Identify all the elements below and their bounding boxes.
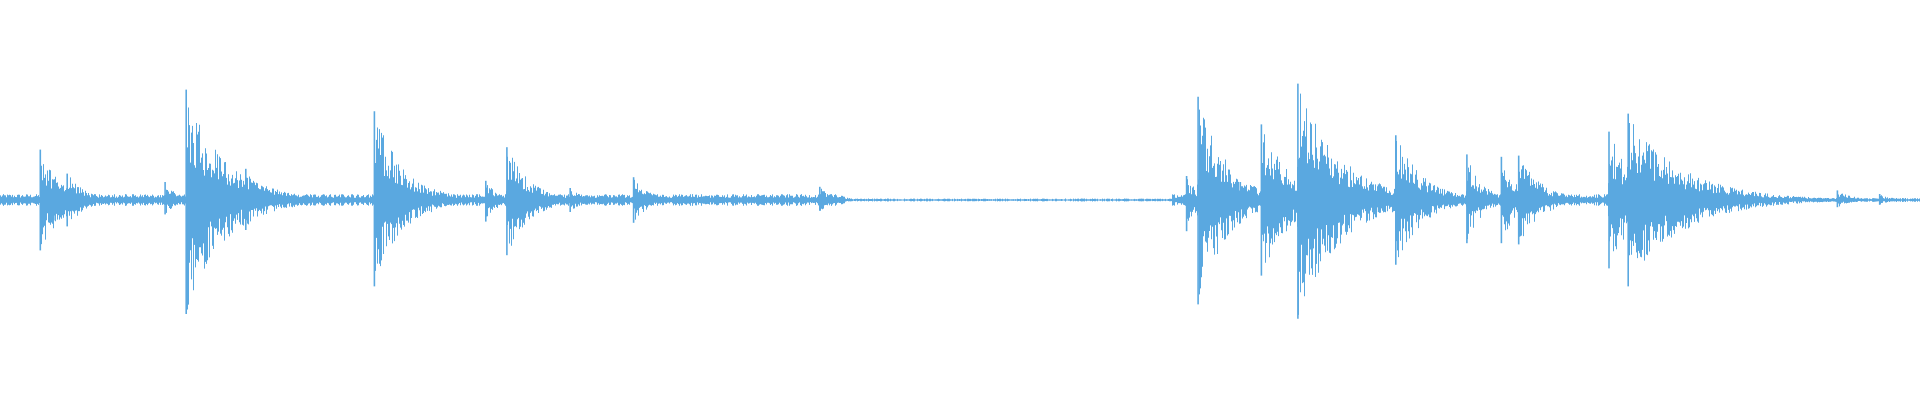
waveform-samples (0, 83, 1920, 319)
waveform-trace (0, 93, 1920, 315)
